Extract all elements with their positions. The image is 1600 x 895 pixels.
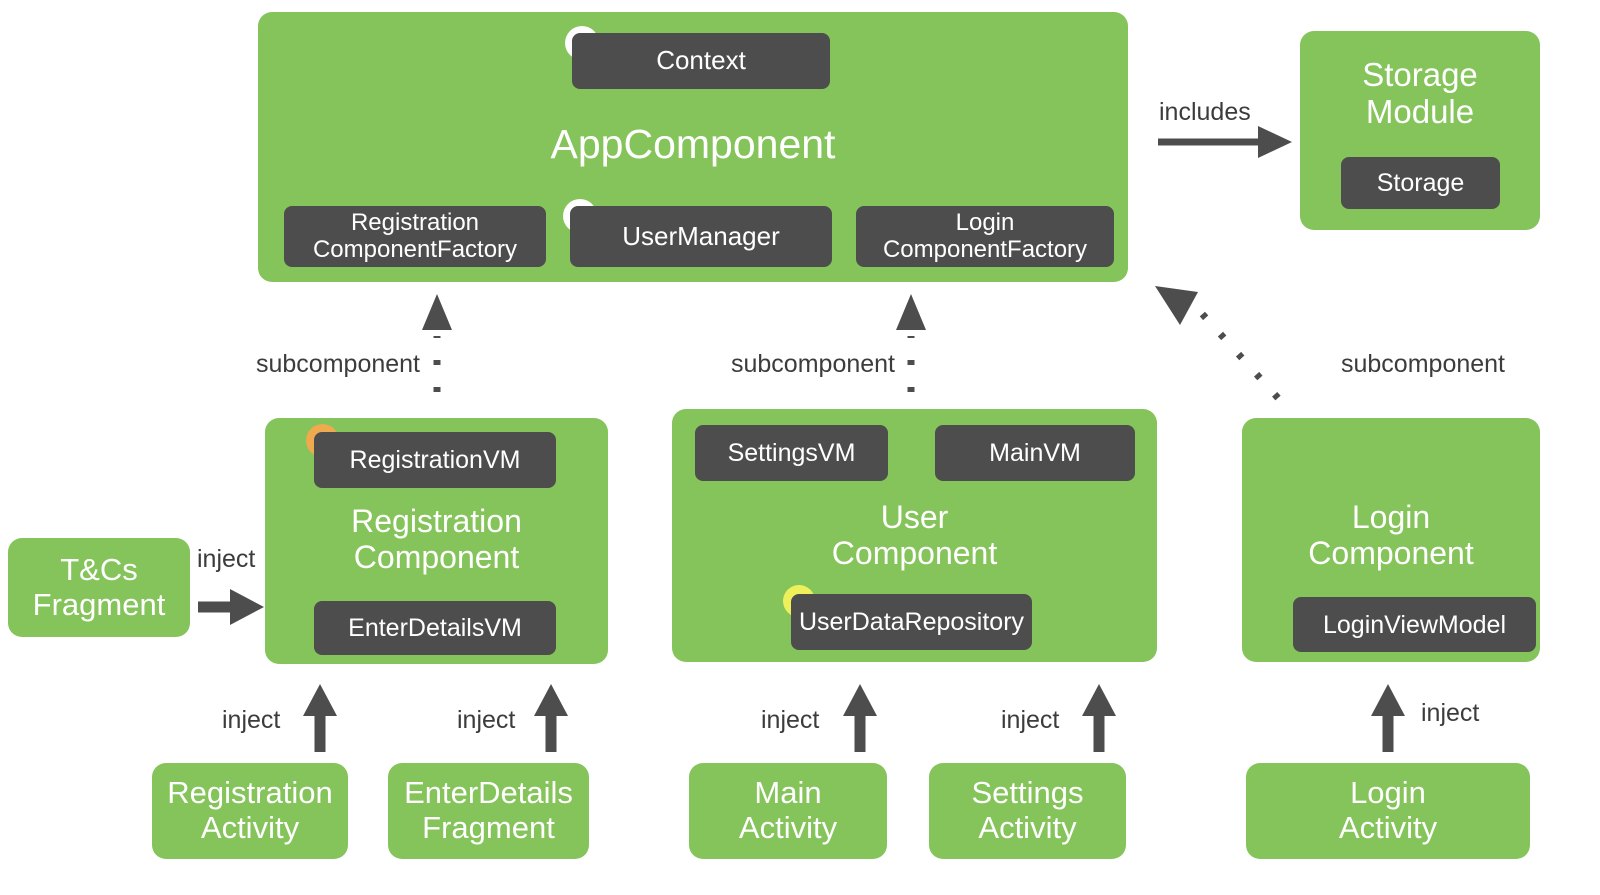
app-component-title: AppComponent <box>550 121 836 167</box>
edge-label-inject-settings-activity: inject <box>1001 706 1060 734</box>
edge-label-inject-tcs: inject <box>197 545 256 573</box>
edge-label-inject-registration-activity: inject <box>222 706 281 734</box>
edge-label-subcomponent-user: subcomponent <box>731 350 896 378</box>
client-enterdetails-fragment[interactable] <box>388 763 589 859</box>
edge-label-inject-login-activity: inject <box>1421 699 1480 727</box>
client-main-activity-label: Main Activity <box>738 775 838 845</box>
client-tcs-fragment-label: T&Cs Fragment <box>32 551 166 622</box>
binding-login-component-factory[interactable]: Login ComponentFactory <box>856 206 1114 267</box>
edge-subcomponent-registration <box>422 294 452 392</box>
edge-label-inject-enterdetails-fragment: inject <box>457 706 516 734</box>
edge-label-subcomponent-registration: subcomponent <box>256 350 421 378</box>
client-registration-activity-label: Registration Activity <box>167 775 333 845</box>
client-settings-activity-label: Settings Activity <box>971 775 1084 845</box>
edge-inject-tcs <box>198 589 264 625</box>
login-component-title: Login Component <box>1308 499 1474 571</box>
edge-inject-settings-activity <box>1082 684 1116 752</box>
binding-settings-vm[interactable]: SettingsVM <box>695 425 888 481</box>
binding-main-vm[interactable]: MainVM <box>935 425 1135 481</box>
binding-registration-component-factory[interactable]: Registration ComponentFactory <box>284 206 546 267</box>
edge-label-subcomponent-login: subcomponent <box>1341 350 1506 378</box>
edge-subcomponent-user <box>896 294 926 392</box>
client-enterdetails-fragment-label: EnterDetails Fragment <box>404 775 573 845</box>
edge-inject-registration-activity <box>303 684 337 752</box>
edge-label-includes: includes <box>1159 98 1251 126</box>
registration-component-title: Registration Component <box>351 503 522 575</box>
edge-label-inject-main-activity: inject <box>761 706 820 734</box>
binding-storage[interactable]: Storage <box>1341 157 1500 209</box>
client-registration-activity[interactable] <box>152 763 348 859</box>
binding-login-view-model[interactable]: LoginViewModel <box>1293 597 1536 652</box>
binding-registration-vm[interactable]: RegistrationVM <box>314 432 556 488</box>
client-main-activity[interactable] <box>689 763 887 859</box>
client-tcs-fragment[interactable] <box>8 538 190 637</box>
user-component-title: User Component <box>831 499 998 571</box>
storage-module-title: Storage Module <box>1362 56 1478 130</box>
client-login-activity[interactable] <box>1246 763 1530 859</box>
binding-usermanager[interactable]: UserManager <box>570 206 832 267</box>
binding-context[interactable]: Context <box>572 33 830 89</box>
binding-user-data-repository[interactable]: UserDataRepository <box>791 594 1032 650</box>
edge-inject-main-activity <box>843 684 877 752</box>
client-settings-activity[interactable] <box>929 763 1126 859</box>
binding-enterdetails-vm[interactable]: EnterDetailsVM <box>314 601 556 655</box>
edge-includes <box>1158 126 1292 158</box>
edge-inject-enterdetails-fragment <box>534 684 568 752</box>
client-login-activity-label: Login Activity <box>1338 775 1438 845</box>
edge-inject-login-activity <box>1371 684 1405 752</box>
edge-subcomponent-login <box>1155 286 1281 401</box>
